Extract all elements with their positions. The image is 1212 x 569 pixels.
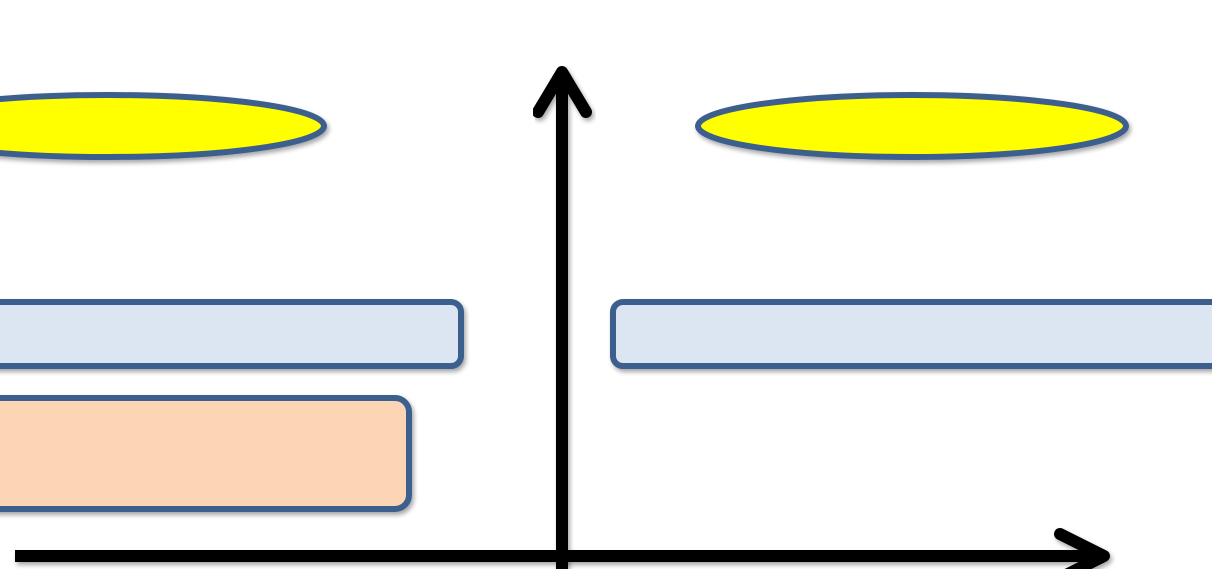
right-light-blue-bar: [610, 299, 1212, 369]
right-yellow-ellipse: [695, 92, 1129, 160]
left-light-blue-bar: [0, 299, 464, 369]
vertical-axis-arrow: [532, 66, 592, 569]
left-peach-box: [0, 395, 412, 512]
horizontal-axis-arrow: [15, 528, 1110, 569]
left-yellow-ellipse: [0, 92, 327, 160]
